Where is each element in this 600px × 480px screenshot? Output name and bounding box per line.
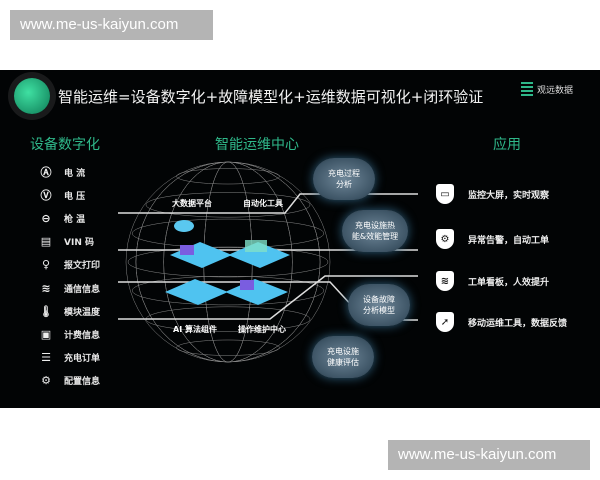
watermark-bottom: www.me-us-kaiyun.com — [388, 440, 590, 470]
globe-parallel — [127, 246, 329, 278]
globe-meridian — [135, 161, 321, 363]
device-label: 充电订单 — [64, 354, 101, 365]
logo-bars-icon — [521, 82, 533, 96]
print-icon: ♀ — [41, 258, 51, 272]
device-item: Ⓐ 电 流 — [38, 163, 86, 181]
circle-down-icon: Ⓥ — [40, 189, 52, 203]
rocket-icon: ➚ — [436, 312, 454, 332]
label-ai-components: AI 算法组件 — [173, 325, 217, 334]
cloud-health-assessment: 充电设施 健康评估 — [312, 336, 374, 378]
globe-parallel — [145, 192, 311, 218]
logo-text: 观远数据 — [537, 85, 574, 96]
device-label: 报文打印 — [64, 261, 101, 272]
device-item: Ⓥ 电 压 — [38, 186, 86, 204]
globe-parallel — [131, 275, 325, 306]
cloud-charging-process: 充电过程 分析 — [313, 158, 375, 200]
brand-logo: 观远数据 — [521, 82, 573, 96]
device-item: ♀ 报文打印 — [38, 256, 100, 274]
network-graphic — [118, 161, 418, 363]
app-item: ⚙ 异常告警，自动工单 — [436, 229, 549, 249]
cloud-fault-model: 设备故障 分析模型 — [348, 284, 410, 326]
monitor-icon: ▭ — [436, 184, 454, 204]
heading-ops-center: 智能运维中心 — [215, 137, 299, 153]
vin-card-icon: ▤ — [40, 235, 52, 249]
app-label: 工单看板，人效提升 — [468, 277, 550, 288]
globe-logo-icon — [14, 78, 50, 114]
globe-parallel — [131, 218, 325, 249]
heading-device-digitization: 设备数字化 — [30, 137, 100, 153]
device-label: 枪 温 — [64, 214, 86, 225]
page-title: 智能运维=设备数字化+故障模型化+运维数据可视化+闭环验证 — [58, 88, 484, 106]
device-item: ▤ VIN 码 — [38, 233, 94, 251]
wifi-icon: ≋ — [436, 271, 454, 291]
device-label: VIN 码 — [64, 238, 94, 249]
device-label: 模块温度 — [64, 307, 101, 318]
device-item: ☰ 充电订单 — [38, 349, 100, 367]
watermark-top: www.me-us-kaiyun.com — [10, 10, 213, 40]
device-label: 配置信息 — [64, 377, 101, 388]
device-item: ≋ 通信信息 — [38, 279, 100, 297]
device-label: 计费信息 — [64, 330, 101, 341]
app-item: ≋ 工单看板，人效提升 — [436, 271, 549, 291]
app-item: ▭ 监控大屏，实时观察 — [436, 184, 549, 204]
app-label: 移动运维工具，数据反馈 — [468, 318, 568, 329]
device-label: 电 压 — [64, 191, 86, 202]
app-item: ➚ 移动运维工具，数据反馈 — [436, 312, 567, 332]
app-label: 监控大屏，实时观察 — [468, 190, 550, 201]
device-item: ▣ 计费信息 — [38, 325, 100, 343]
device-item: ⊖ 枪 温 — [38, 209, 85, 227]
device-item: ⚙ 配置信息 — [38, 372, 100, 390]
wifi-icon: ≋ — [41, 281, 51, 295]
device-label: 通信信息 — [64, 284, 101, 295]
thermometer-icon: 🌡 — [39, 304, 53, 318]
globe-parallel — [176, 339, 280, 356]
gear-icon: ⚙ — [436, 229, 454, 249]
wireframe-globe — [125, 161, 331, 363]
app-label: 异常告警，自动工单 — [468, 235, 550, 246]
heading-applications: 应用 — [493, 137, 521, 153]
label-automation-tools: 自动化工具 — [243, 199, 283, 208]
label-ops-center: 操作维护中心 — [238, 325, 286, 334]
device-item: 🌡 模块温度 — [38, 302, 100, 320]
label-big-data-platform: 大数据平台 — [172, 199, 212, 208]
isometric-platforms — [165, 220, 290, 305]
order-icon: ☰ — [41, 351, 51, 365]
cloud-thermal-efficiency: 充电设施热 能&效能管理 — [342, 210, 408, 252]
globe-parallel — [176, 168, 280, 185]
slide-panel: 智能运维=设备数字化+故障模型化+运维数据可视化+闭环验证 观远数据 设备数字化… — [0, 70, 600, 408]
billing-icon: ▣ — [40, 327, 52, 341]
device-label: 电 流 — [64, 168, 86, 179]
circle-up-icon: Ⓐ — [40, 166, 52, 179]
globe-meridian — [125, 161, 331, 363]
gear-icon: ⚙ — [41, 374, 51, 388]
gun-temp-icon: ⊖ — [41, 211, 51, 225]
